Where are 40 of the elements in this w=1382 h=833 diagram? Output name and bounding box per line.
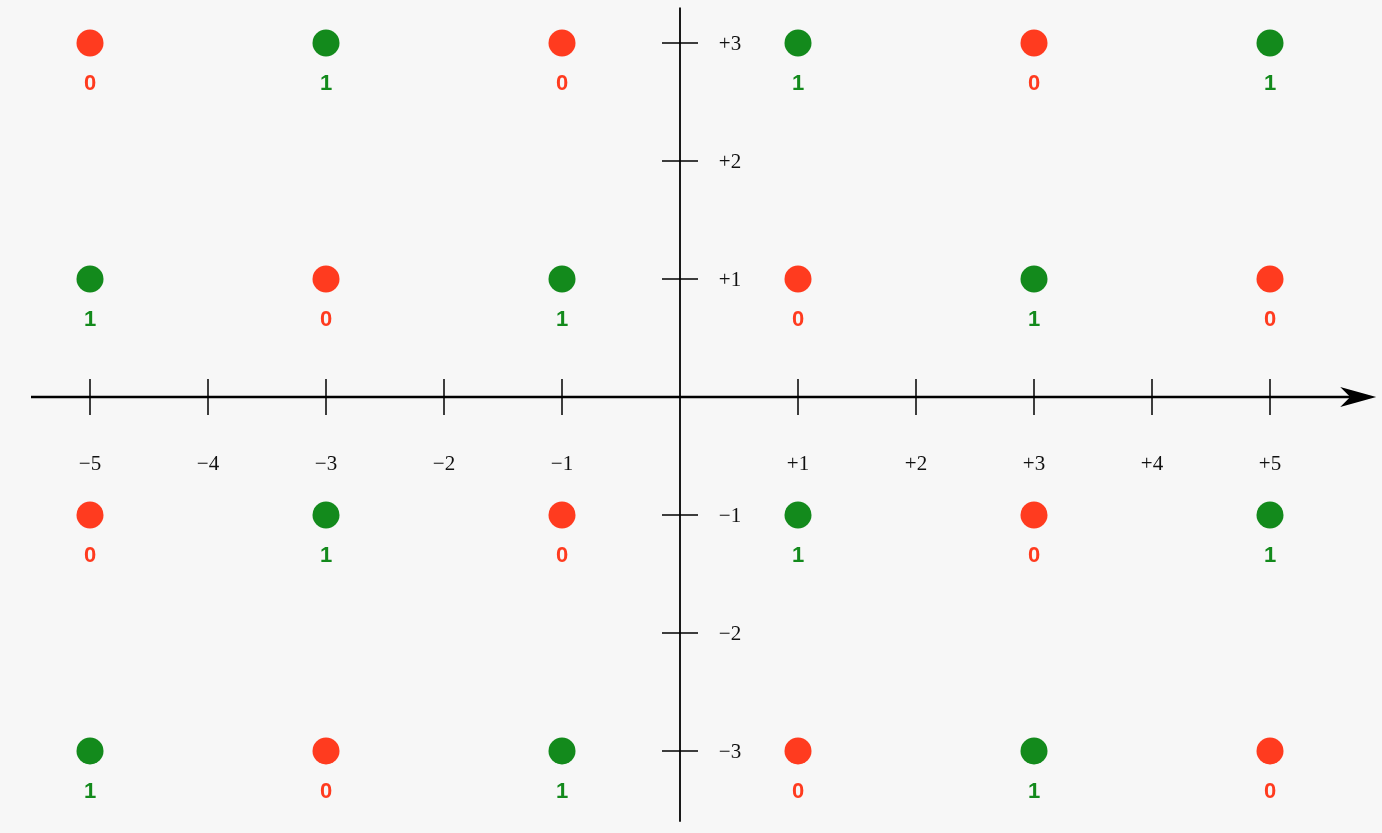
tick-label: −3 [718,740,742,762]
data-label: 0 [1263,780,1277,802]
data-label: 0 [791,308,805,330]
data-label: 0 [1027,72,1041,94]
tick-label: −2 [432,452,456,474]
tick-label: −4 [196,452,220,474]
tick-label: −1 [718,504,742,526]
data-label: 1 [555,308,569,330]
tick-label: −5 [78,452,102,474]
data-label: 1 [83,780,97,802]
data-label: 1 [1027,308,1041,330]
data-label: 0 [83,72,97,94]
tick-label: +1 [718,268,742,290]
data-label: 1 [319,544,333,566]
data-label: 0 [319,308,333,330]
tick-label: +2 [718,150,742,172]
data-label: 0 [83,544,97,566]
tick-label: −1 [550,452,574,474]
data-label: 1 [1027,780,1041,802]
data-label: 0 [791,780,805,802]
tick-label: +3 [1022,452,1046,474]
tick-label: +1 [786,452,810,474]
data-label: 0 [555,72,569,94]
tick-label: +3 [718,32,742,54]
data-label: 1 [555,780,569,802]
data-label: 0 [555,544,569,566]
data-label: 1 [1263,544,1277,566]
tick-label: −2 [718,622,742,644]
data-label: 1 [83,308,97,330]
tick-label: −3 [314,452,338,474]
tick-label: +2 [904,452,928,474]
data-label: 1 [791,544,805,566]
data-label: 0 [1263,308,1277,330]
data-label: 0 [319,780,333,802]
tick-label: +5 [1258,452,1282,474]
tick-label: +4 [1140,452,1164,474]
data-label: 0 [1027,544,1041,566]
data-label: 1 [1263,72,1277,94]
data-label: 1 [791,72,805,94]
data-label: 1 [319,72,333,94]
